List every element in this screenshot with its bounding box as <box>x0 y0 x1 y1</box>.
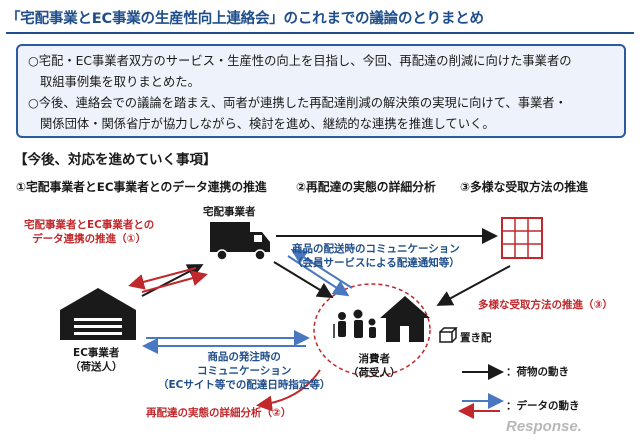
data-arrow <box>141 270 208 293</box>
section-heading: 【今後、対応を進めていく事項】 <box>14 152 217 168</box>
truck-icon <box>210 222 270 261</box>
legend-goods-label: ：荷物の動き <box>506 366 569 378</box>
data-link-label: 宅配事業者とEC事業者との データ連携の推進（①） <box>24 219 155 245</box>
courier-label: 宅配事業者 <box>203 206 256 218</box>
delivery-comm-label: 商品の配送時のコミュニケーション （会員サービスによる配達通知等） <box>292 243 460 269</box>
summary-line: ○宅配・EC事業者双方のサービス・生産性の向上を目指し、今回、再配達の削減に向け… <box>28 54 572 68</box>
okihai-label: 置き配 <box>460 332 492 344</box>
legend-data-label: ：データの動き <box>506 400 580 412</box>
summary-line: 関係団体・関係省庁が協力しながら、検討を進め、継続的な連携を推進していく。 <box>40 117 495 131</box>
watermark: Response. <box>506 418 582 435</box>
people-icon <box>333 309 376 338</box>
summary-line: 取組事例集を取りまとめた。 <box>40 75 200 89</box>
house-icon <box>380 296 430 342</box>
summary-line: ○今後、連絡会での議論を踏まえ、両者が連携した再配達削減の解決策の実現に向けて、… <box>28 96 567 110</box>
package-icon <box>439 327 458 343</box>
parcel-locker-icon <box>501 217 543 259</box>
consumer-label: 消費者 （荷受人） <box>348 353 401 379</box>
goods-arrow <box>436 265 511 306</box>
redelivery-analysis-label: 再配達の実態の詳細分析（②） <box>146 407 292 419</box>
data-arrow <box>128 267 197 290</box>
receipt-methods-label: 多様な受取方法の推進（③） <box>478 299 613 311</box>
goods-arrow <box>273 261 334 299</box>
ec-label: EC事業者 （荷送人） <box>70 347 123 373</box>
consumer-boundary <box>313 283 431 377</box>
warehouse-icon <box>60 288 136 340</box>
data-arrow <box>256 369 321 412</box>
page-title: 「宅配事業とEC事業の生産性向上連絡会」のこれまでの議論のとりまとめ <box>6 4 634 34</box>
topic-receipt-methods: ③多様な受取方法の推進 <box>460 180 588 194</box>
order-comm-label: 商品の発注時の コミュニケーション （ECサイト等での配達日時指定等） <box>158 351 331 391</box>
data-arrow <box>290 248 353 289</box>
topic-redelivery-analysis: ②再配達の実態の詳細分析 <box>296 180 436 194</box>
summary-box: ○宅配・EC事業者双方のサービス・生産性の向上を目指し、今回、再配達の削減に向け… <box>16 44 626 138</box>
topic-data-link: ①宅配事業者とEC事業者とのデータ連携の推進 <box>16 180 267 194</box>
